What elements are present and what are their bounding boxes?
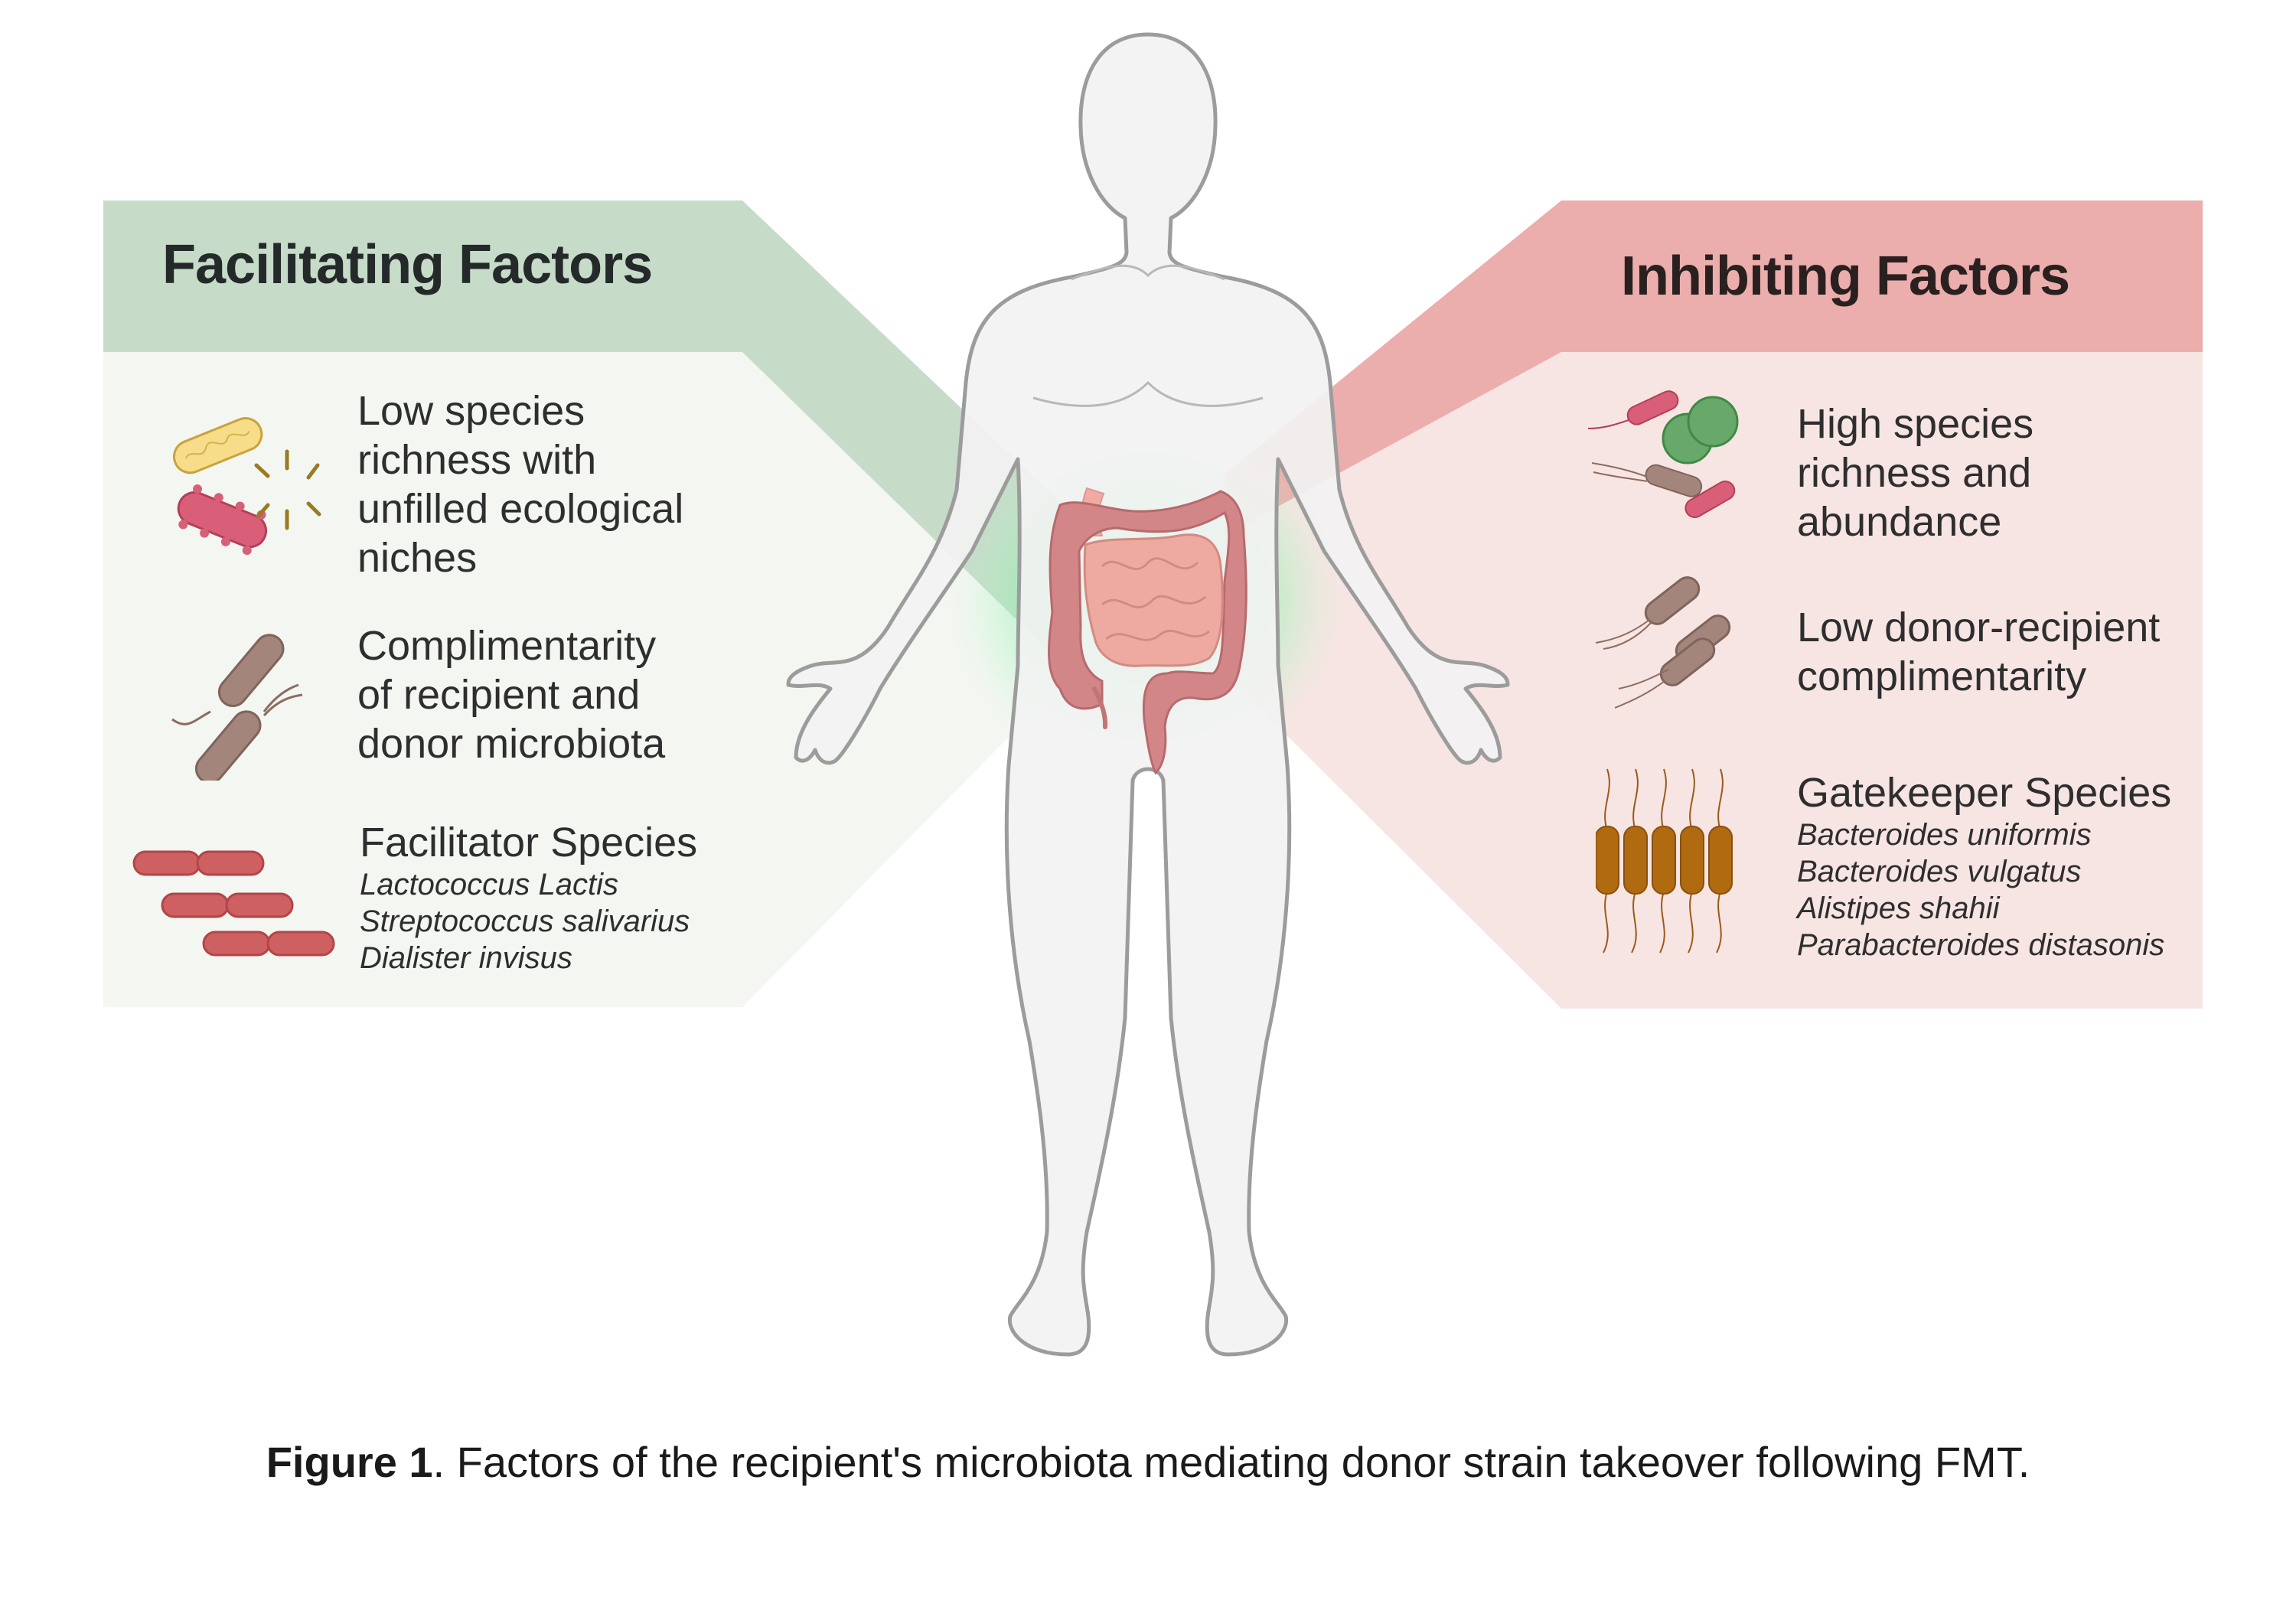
text-line: richness and: [1797, 450, 2032, 496]
clavicle-lines: [1071, 264, 1225, 281]
species-name: Parabacteroides distasonis: [1797, 928, 2165, 962]
text-line: Complimentarity: [357, 623, 657, 669]
inhibiting-header-panel: [1225, 200, 2203, 536]
figure-caption: Figure 1. Factors of the recipient's mic…: [0, 1437, 2296, 1487]
text-line: richness with: [357, 437, 597, 483]
flagellated-bacteria-group-icon: [1595, 576, 1731, 709]
facilitating-item-species: Facilitator Species Lactococcus Lactis S…: [360, 819, 697, 976]
text-line: Low species: [357, 388, 585, 434]
mixed-bacteria-icon: [1587, 390, 1739, 518]
facilitating-item-low-richness: Low species richness with unfilled ecolo…: [357, 386, 683, 582]
bacteria-pair-icon: [172, 417, 321, 556]
facilitating-header-panel: [103, 200, 1071, 673]
inhibiting-item-high-richness: High species richness and abundance: [1797, 399, 2033, 546]
text-line: complimentarity: [1797, 654, 2087, 699]
inhibiting-title: Inhibiting Factors: [1621, 246, 2070, 307]
species-name: Dialister invisus: [360, 941, 572, 975]
flagellated-bacteria-icon: [171, 634, 303, 781]
appendix: [1092, 686, 1108, 729]
text-line: Low donor-recipient: [1797, 605, 2161, 650]
text-line: of recipient and: [357, 672, 641, 718]
caption-text: . Factors of the recipient's microbiota …: [432, 1438, 2030, 1486]
gatekeeper-species-title: Gatekeeper Species: [1797, 770, 2172, 816]
rod-chain-bacteria-icon: [132, 850, 335, 957]
text-line: unfilled ecological: [357, 486, 684, 532]
text-line: niches: [357, 535, 478, 581]
small-intestine-folds: [1101, 557, 1210, 641]
inhibiting-body-panel: [1225, 352, 2203, 1009]
species-name: Alistipes shahii: [1797, 892, 2000, 925]
caption-label: Figure 1: [266, 1438, 433, 1486]
species-name: Streptococcus salivarius: [360, 905, 690, 938]
inhibiting-item-gatekeeper-species: Gatekeeper Species Bacteroides uniformis…: [1797, 769, 2171, 963]
facilitating-title: Facilitating Factors: [162, 234, 653, 295]
facilitating-item-complimentarity: Complimentarity of recipient and donor m…: [357, 621, 665, 768]
text-line: High species: [1797, 401, 2034, 447]
facilitator-species-title: Facilitator Species: [360, 820, 698, 865]
gatekeeper-bacteria-icon: [1596, 768, 1733, 953]
inhibiting-item-low-complimentarity: Low donor-recipient complimentarity: [1797, 603, 2160, 701]
facilitating-body-panel: [103, 352, 1071, 1007]
species-name: Bacteroides uniformis: [1797, 818, 2092, 852]
species-name: Lactococcus Lactis: [360, 868, 618, 901]
text-line: donor microbiota: [357, 721, 666, 767]
species-name: Bacteroides vulgatus: [1797, 855, 2082, 888]
text-line: abundance: [1797, 499, 2002, 545]
chest-line: [1032, 380, 1264, 407]
